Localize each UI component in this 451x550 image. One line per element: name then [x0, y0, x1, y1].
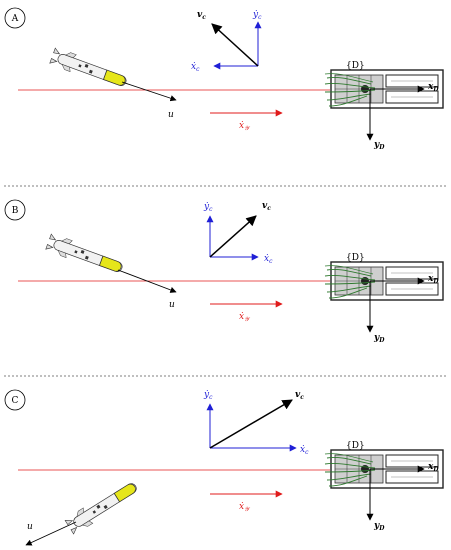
panel-a: A u vc ẏc ẋc ẋ𝒴 {D} xD yD [4, 7, 444, 151]
panel-c-u-arrow [25, 521, 77, 546]
panel-a-red-label: ẋ𝒴 [239, 121, 251, 132]
panel-c-v-arrow [209, 399, 293, 449]
panel-a-u-label: u [168, 110, 174, 120]
panel-a-auv [48, 46, 130, 92]
panel-c: C u vc ẏc ẋc ẋ𝒴 {D} xD yD [4, 389, 444, 546]
panel-c-yd-label: yD [373, 521, 385, 532]
panel-c-u-label: u [27, 522, 33, 532]
panel-c-v-label: vc [295, 390, 304, 401]
panel-a-u-arrow [121, 81, 177, 102]
panel-b-tag: B [12, 206, 19, 216]
panel-a-tag-circle [4, 7, 26, 29]
panel-c-ydot-label: ẏc [203, 390, 213, 401]
panel-a-v-arrow [211, 23, 259, 67]
panel-c-xd-label: xD [427, 462, 439, 473]
panel-a-v-label: vc [197, 10, 206, 21]
panel-b: B u vc ẏc ẋc ẋ𝒴 {D} xD yD [4, 199, 444, 344]
panel-b-u-arrow [117, 269, 177, 293]
panel-c-auv [64, 477, 141, 536]
panel-a-yd-label: yD [373, 140, 385, 151]
panel-b-yd-label: yD [373, 333, 385, 344]
panel-b-red-label: ẋ𝒴 [239, 312, 251, 323]
panel-c-frame-label: {D} [346, 441, 365, 451]
panel-b-ydot-label: ẏc [203, 202, 213, 213]
panel-c-red-label: ẋ𝒴 [239, 502, 251, 513]
panel-b-xd-label: xD [427, 274, 439, 285]
panel-a-tag: A [11, 14, 19, 24]
panel-a-xdot-label: ẋc [191, 62, 200, 73]
panel-b-u-label: u [169, 300, 175, 310]
panel-b-xdot-label: ẋc [264, 254, 273, 265]
panel-c-tag-circle [4, 389, 26, 411]
panel-b-tag-circle [4, 199, 26, 221]
panel-b-auv [44, 232, 126, 278]
panel-b-v-label: vc [262, 201, 271, 212]
panel-b-frame-label: {D} [346, 253, 365, 263]
panel-b-v-arrow [209, 215, 257, 258]
panel-c-tag: C [12, 396, 19, 406]
panel-c-xdot-label: ẋc [300, 445, 309, 456]
panel-a-ydot-label: ẏc [252, 10, 262, 21]
panel-a-frame-label: {D} [346, 61, 365, 71]
panel-a-xd-label: xD [427, 82, 439, 93]
